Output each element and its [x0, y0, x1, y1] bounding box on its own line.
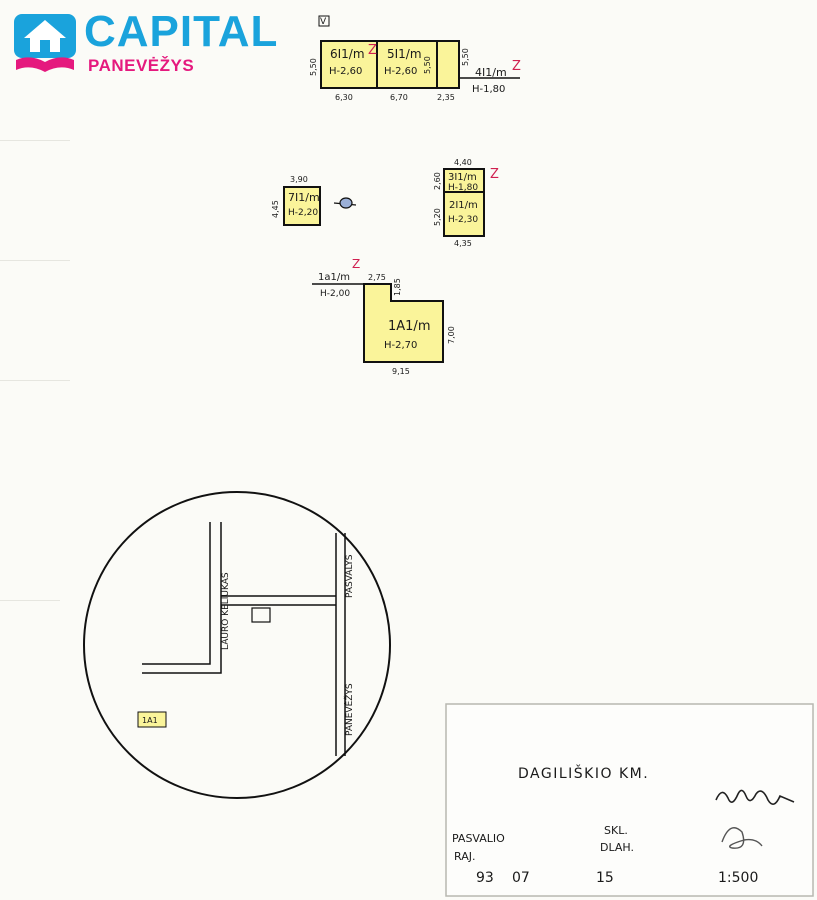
room-5-height: H-2,60 [384, 66, 417, 77]
top-building-block: 6I1/m H-2,60 5I1/m H-2,60 Z V 5,50 5,50 … [309, 15, 520, 102]
room-6-height: H-2,60 [329, 66, 362, 77]
top-dim-w3: 2,35 [437, 93, 455, 102]
situation-plot-label: 1A1 [142, 716, 158, 725]
background-rule [0, 380, 70, 381]
right-building-block: 4,40 2,60 5,20 4,35 3I1/m H-1,80 2I1/m H… [433, 158, 499, 248]
right-dim-bottom: 4,35 [454, 239, 472, 248]
bottom-building-outline [363, 283, 444, 363]
shed-height: H-1,80 [472, 84, 505, 95]
street-pasvalys: PASVALYS [345, 554, 355, 598]
situation-circle [83, 491, 391, 799]
situation-plot [137, 711, 167, 728]
room-3-label: 3I1/m [448, 172, 477, 183]
right-building-outline [443, 168, 485, 237]
top-dim-right: 5,50 [461, 48, 470, 66]
top-dim-left: 5,50 [309, 58, 318, 76]
bottom-dim-annex: 2,75 [368, 273, 386, 282]
room-3-height: H-1,80 [448, 183, 478, 193]
mark-box [318, 15, 330, 27]
house-book-icon [14, 14, 76, 72]
room-6-label: 6I1/m [330, 47, 365, 61]
stamp-border [445, 703, 814, 897]
stamp-place: DAGILIŠKIO KM. [518, 764, 649, 782]
top-dim-side: 5,50 [423, 56, 432, 74]
top-dim-w1: 6,30 [335, 93, 353, 102]
room-5-label: 5I1/m [387, 47, 422, 61]
annex-height: H-2,00 [320, 289, 350, 299]
right-dim-h2: 5,20 [433, 208, 442, 226]
small-dim-h: 4,45 [271, 200, 280, 218]
bottom-block-marker: Z [352, 257, 360, 271]
stamp-row1-col2: SKL. [604, 824, 628, 837]
room-2-label: 2I1/m [449, 200, 478, 211]
stamp-value-c: 15 [596, 870, 614, 886]
logo-city: PANEVĖŽYS [88, 56, 195, 75]
background-rule [0, 600, 60, 601]
small-room-label: 7I1/m [288, 191, 320, 204]
small-room-height: H-2,20 [288, 208, 318, 218]
bottom-building-block: 1a1/m H-2,00 2,75 1,85 7,00 9,15 1A1/m H… [312, 257, 456, 376]
shed-top-right: 4I1/m H-1,80 Z [472, 59, 521, 95]
street-panevezys: PANEVĖŽYS [343, 683, 355, 736]
shed-label: 4I1/m [475, 66, 507, 79]
stamp-row1-col1: PASVALIO [452, 832, 505, 845]
title-stamp: DAGILIŠKIO KM. PASVALIO RAJ. SKL. DLAH. … [445, 703, 814, 897]
top-block-marker: Z [368, 43, 377, 58]
right-block-marker: Z [490, 167, 499, 182]
well-icon [333, 197, 357, 209]
street-lauro-keliukas: LAURO KELIUKAS [221, 572, 231, 650]
stamp-scale: 1:500 [718, 870, 758, 886]
mark-box-label: V [320, 17, 327, 27]
small-left-building: 3,90 4,45 7I1/m H-2,20 [271, 175, 321, 226]
stamp-value-b: 07 [512, 870, 530, 886]
top-dim-w2: 6,70 [390, 93, 408, 102]
background-rule [0, 260, 70, 261]
room-2-height: H-2,30 [448, 215, 478, 225]
stamp-value-a: 93 [476, 870, 494, 886]
logo-brand: CAPITAL [84, 7, 279, 56]
background-rule [0, 140, 70, 141]
annex-label: 1a1/m [318, 272, 350, 283]
bottom-dim-right: 7,00 [447, 326, 456, 344]
shed-marker: Z [512, 59, 521, 74]
bottom-dim-bottom: 9,15 [392, 367, 410, 376]
stamp-row2-col2: DLAH. [600, 841, 634, 854]
stamp-row2-col1: RAJ. [454, 850, 475, 863]
right-dim-top: 4,40 [454, 158, 472, 167]
small-dim-w: 3,90 [290, 175, 308, 184]
bottom-room-height: H-2,70 [384, 340, 417, 351]
situation-plan: 1A1 LAURO KELIUKAS PASVALYS PANEVĖŽYS [83, 491, 391, 799]
situation-building [251, 607, 271, 623]
bottom-room-label: 1A1/m [388, 319, 430, 334]
right-dim-h1: 2,60 [433, 172, 442, 190]
signature [715, 789, 795, 849]
bottom-dim-notch: 1,85 [393, 278, 402, 296]
small-building-outline [283, 186, 321, 226]
